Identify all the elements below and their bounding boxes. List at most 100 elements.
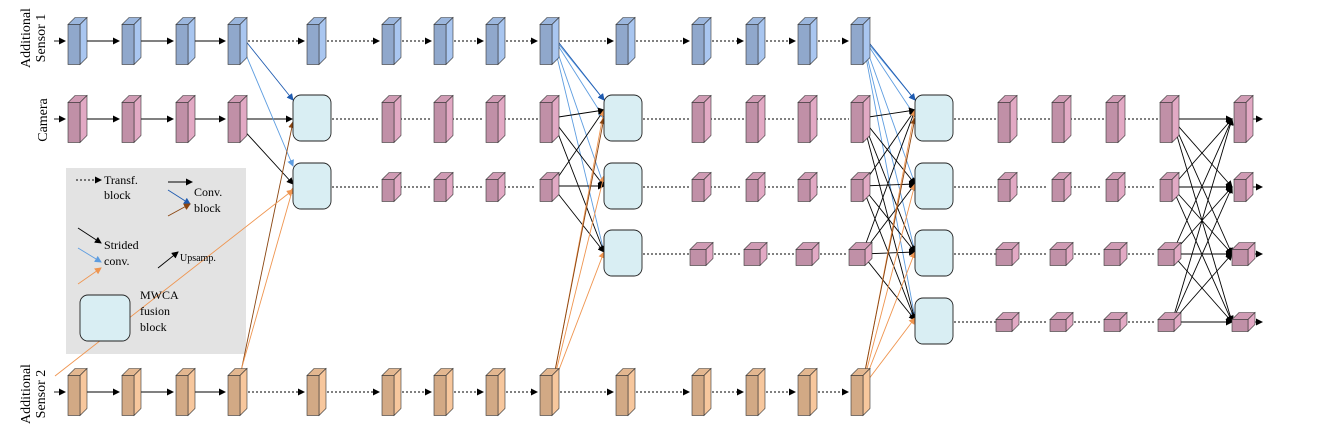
sensor2-label-line1: Additional xyxy=(19,364,34,424)
sensor2-feature-block-side xyxy=(187,367,196,417)
camera-feature-block xyxy=(1233,94,1254,144)
fusion-input-arrow xyxy=(551,175,606,389)
camera-feature-block-side xyxy=(133,94,142,144)
camera-feature-block-quarter-front xyxy=(743,249,761,266)
camera-feature-block-front xyxy=(1233,102,1247,143)
camera-feature-block-quarter-front xyxy=(1103,249,1121,266)
camera-feature-block-quarter xyxy=(1049,241,1074,267)
camera-feature-block xyxy=(797,94,818,144)
camera-feature-block-side xyxy=(757,94,766,144)
camera-feature-block-half-front xyxy=(797,179,811,202)
camera-feature-block-half xyxy=(997,171,1018,203)
fusion-input-arrow xyxy=(861,251,917,389)
camera-feature-block xyxy=(175,94,196,144)
mwca-fusion-block xyxy=(914,162,954,210)
sensor1-feature-block-side xyxy=(79,16,88,66)
camera-feature-block-eighth-front xyxy=(995,319,1013,332)
sensor1-feature-block-side xyxy=(627,16,636,66)
camera-feature-block-side xyxy=(187,94,196,144)
legend-mwca-label-3: block xyxy=(140,320,167,334)
sensor1-feature-block-front xyxy=(175,24,189,65)
sensor2-feature-block xyxy=(745,367,766,417)
camera-feature-block xyxy=(539,94,560,144)
sensor1-label-line2: Sensor 1 xyxy=(34,14,49,63)
fusion-input-arrow xyxy=(861,109,916,187)
sensor2-feature-block-side xyxy=(757,367,766,417)
sensor2-feature-block xyxy=(381,367,402,417)
sensor1-feature-block-side xyxy=(318,16,327,66)
camera-feature-block-eighth-front xyxy=(1049,319,1067,332)
camera-feature-block-quarter xyxy=(689,241,714,267)
camera-feature-block-half xyxy=(433,171,454,203)
sensor1-feature-block-front xyxy=(745,24,759,65)
fusion-input-arrow xyxy=(551,109,605,187)
sensor2-feature-block-side xyxy=(809,367,818,417)
camera-feature-block-side xyxy=(1171,94,1180,144)
sensor1-feature-block xyxy=(615,16,636,66)
camera-feature-block-half xyxy=(1105,171,1126,203)
camera-feature-block xyxy=(227,94,248,144)
camera-feature-block-quarter xyxy=(795,241,820,267)
sensor2-feature-block xyxy=(306,367,327,417)
camera-feature-block xyxy=(1159,94,1180,144)
mwca-fusion-block xyxy=(914,297,954,345)
camera-feature-block-quarter-front xyxy=(795,249,813,266)
legend-strided-label-1: Strided xyxy=(104,238,139,252)
sensor1-feature-block xyxy=(745,16,766,66)
mwca-fusion-block xyxy=(603,229,643,277)
legend-mwca-label-2: fusion xyxy=(140,304,170,318)
camera-feature-block-side xyxy=(79,94,88,144)
fusion-input-arrow xyxy=(551,117,605,187)
camera-feature-block-half xyxy=(381,171,402,203)
mwca-fusion-block xyxy=(603,94,643,142)
sensor2-feature-block xyxy=(121,367,142,417)
camera-feature-block-side xyxy=(551,94,560,144)
sensor2-feature-block-front xyxy=(227,375,241,416)
camera-feature-block-side xyxy=(703,94,712,144)
fusion-input-arrow xyxy=(551,107,605,119)
mwca-fusion-block xyxy=(292,94,332,142)
sensor2-feature-block-front xyxy=(175,375,189,416)
camera-feature-block-front xyxy=(797,102,811,143)
legend-upsamp-label: Upsamp. xyxy=(180,253,216,264)
camera-feature-block-quarter xyxy=(995,241,1020,267)
mwca-fusion-block xyxy=(914,94,954,142)
camera-feature-block-front xyxy=(381,102,395,143)
camera-feature-block-half-front xyxy=(539,179,553,202)
camera-feature-block-half-front xyxy=(433,179,447,202)
camera-feature-block-front xyxy=(1051,102,1065,143)
sensor1-feature-block-side xyxy=(393,16,402,66)
sensor2-feature-block xyxy=(485,367,506,417)
camera-feature-block-side xyxy=(862,94,871,144)
fusion-input-arrow xyxy=(861,109,917,255)
sensor2-feature-block-front xyxy=(539,375,553,416)
camera-feature-block xyxy=(1105,94,1126,144)
camera-feature-block xyxy=(850,94,871,144)
sensor1-feature-block xyxy=(67,16,88,66)
sensor1-feature-block-side xyxy=(133,16,142,66)
camera-feature-block-eighth xyxy=(1157,311,1182,333)
fusion-input-arrow xyxy=(551,35,606,253)
camera-feature-block-half xyxy=(797,171,818,203)
camera-label: Camera xyxy=(36,97,51,141)
decoder-cross-arrow xyxy=(1171,118,1234,323)
sensor2-feature-block-front xyxy=(485,375,499,416)
decoder-cross-arrow xyxy=(1171,186,1233,323)
legend-conv-arrow-blue xyxy=(167,189,191,205)
camera-feature-block-eighth xyxy=(1049,311,1074,333)
decoder-cross-arrow xyxy=(1171,253,1233,323)
camera-feature-block-half xyxy=(691,171,712,203)
camera-feature-block xyxy=(485,94,506,144)
camera-feature-block-half-front xyxy=(485,179,499,202)
sensor2-feature-block-side xyxy=(239,367,248,417)
fusion-input-arrow xyxy=(861,107,916,119)
camera-feature-block-quarter-front xyxy=(995,249,1013,266)
sensor1-feature-block-side xyxy=(445,16,454,66)
camera-feature-block xyxy=(121,94,142,144)
camera-feature-block-quarter-front xyxy=(1157,249,1175,266)
sensor2-feature-block-front xyxy=(121,375,135,416)
legend-conv-arrow-orange xyxy=(167,203,191,217)
sensor2-feature-block xyxy=(691,367,712,417)
camera-feature-block xyxy=(381,94,402,144)
camera-feature-block-side xyxy=(809,94,818,144)
